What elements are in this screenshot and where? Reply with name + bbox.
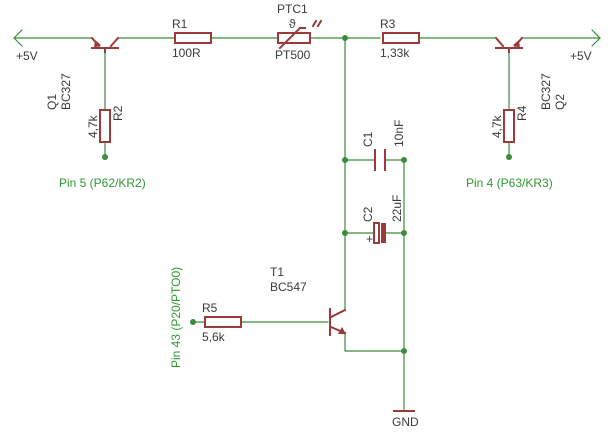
junction-emitter [401, 348, 407, 354]
t1-value: BC547 [270, 280, 307, 294]
transistor-t1: T1 BC547 [270, 265, 347, 336]
resistor-r3: R3 1,33k [380, 17, 420, 60]
r3-value: 1,33k [380, 46, 410, 60]
capacitor-c1: C1 10nF [361, 120, 406, 171]
resistor-r2: 4,7k R2 [86, 105, 125, 143]
thermistor-ptc1: ϑ PTC1 PT500 [275, 2, 323, 62]
c2-plus-icon: + [366, 232, 373, 246]
net-label-pin4: Pin 4 (P63/KR3) [466, 176, 553, 190]
c1-value: 10nF [392, 120, 406, 147]
r4-name: R4 [515, 105, 529, 121]
r2-name: R2 [111, 105, 125, 121]
c2-name: C2 [361, 206, 375, 222]
junction-top [342, 35, 348, 41]
ptc1-value: PT500 [275, 48, 311, 62]
r1-name: R1 [172, 17, 188, 31]
pin4-terminal [506, 154, 512, 160]
supply-right-arrow-icon [591, 29, 601, 47]
supply-right-label: +5V [570, 49, 592, 63]
net-label-pin43: Pin 43 (P20/PTO0) [169, 267, 183, 368]
resistor-r1: R1 100R [172, 17, 212, 60]
resistor-r4: 4,7k R4 [490, 105, 529, 143]
junction-c2-right [401, 230, 407, 236]
transistor-q1: Q1 BC327 [45, 36, 120, 110]
ground-symbol: GND [392, 410, 419, 429]
r5-name: R5 [202, 301, 218, 315]
r5-value: 5,6k [202, 330, 226, 344]
wires [13, 37, 601, 411]
resistor-r5: R5 5,6k [202, 301, 242, 344]
q2-value: BC327 [539, 73, 553, 110]
ptc1-temperature-icon: ϑ [289, 17, 296, 31]
supply-left-label: +5V [16, 49, 38, 63]
ptc1-name: PTC1 [277, 2, 308, 16]
r2-value: 4,7k [86, 114, 100, 138]
r4-value: 4,7k [490, 114, 504, 138]
c1-name: C1 [361, 131, 375, 147]
t1-name: T1 [270, 265, 284, 279]
t1-emitter-arrow-icon [338, 327, 346, 334]
junctions [102, 35, 512, 354]
transistor-q2: BC327 Q2 [494, 36, 567, 110]
q2-name: Q2 [553, 94, 567, 110]
q1-name: Q1 [45, 94, 59, 110]
junction-c1-right [401, 157, 407, 163]
q1-emitter-arrow-icon [94, 40, 101, 48]
q1-value: BC327 [59, 73, 73, 110]
capacitor-c2: + C2 22uF [361, 195, 404, 246]
r1-value: 100R [172, 46, 201, 60]
junction-c1-left [342, 157, 348, 163]
pin5-terminal [102, 154, 108, 160]
junction-c2-left [342, 230, 348, 236]
supply-left-arrow-icon [13, 29, 23, 47]
net-label-pin5: Pin 5 (P62/KR2) [59, 176, 146, 190]
r3-name: R3 [380, 17, 396, 31]
c2-value: 22uF [390, 195, 404, 222]
q2-emitter-arrow-icon [513, 40, 520, 48]
ground-label: GND [392, 415, 419, 429]
supply-right-symbol: +5V [570, 29, 601, 63]
pin43-terminal [190, 319, 196, 325]
supply-left-symbol: +5V [13, 29, 38, 63]
